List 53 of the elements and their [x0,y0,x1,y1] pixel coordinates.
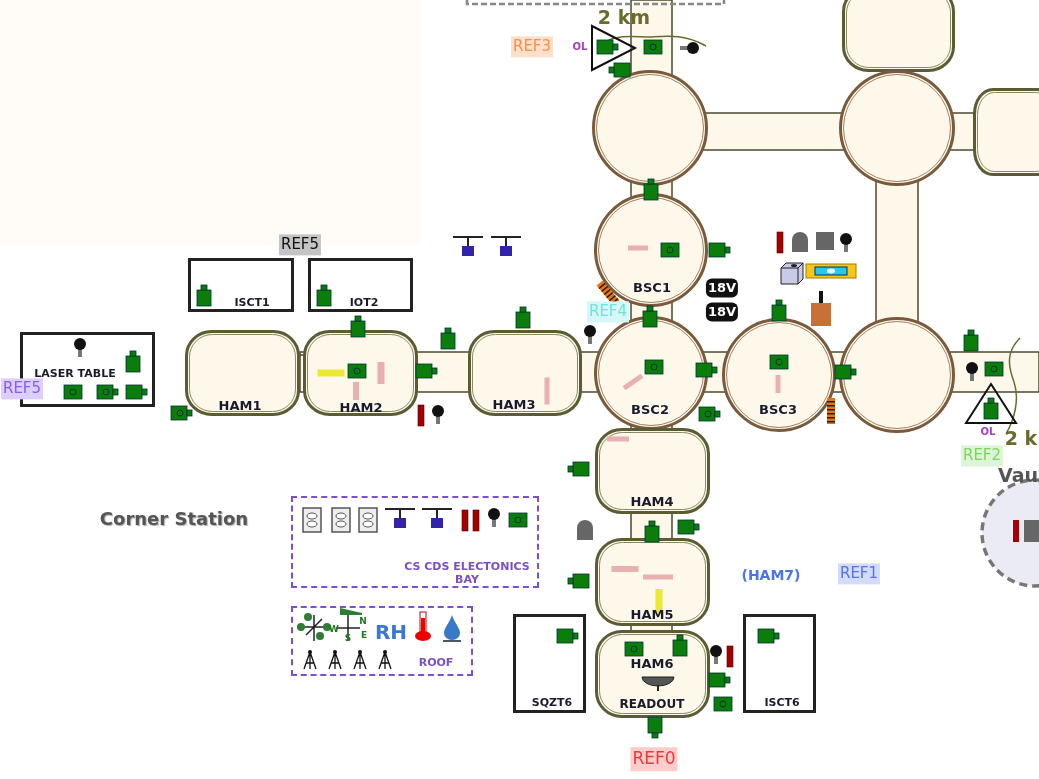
reference-tag: REF5 [0,378,44,400]
vacuum-chamber [592,70,708,186]
compass-letter: W [329,623,339,635]
chamber-label: HAM3 [492,397,536,413]
chamber-label: READOUT [619,698,685,712]
vacuum-chamber [973,88,1039,176]
vacuum-chamber [468,330,582,416]
area-label: ROOF [418,656,454,670]
area-label: Vau [998,465,1038,487]
chamber-label: ISCT6 [764,696,800,710]
chamber-label: HAM6 [630,656,674,672]
compass-letter: S [344,632,352,644]
sensor-label: OL [572,41,588,53]
chamber-label: HAM4 [630,494,674,510]
compass-letter: N [359,615,367,627]
vacuum-chamber [839,70,955,186]
vacuum-chamber [839,317,955,433]
vacuum-chamber [842,0,955,72]
reference-tag: REF4 [586,301,630,323]
vacuum-chamber [303,330,418,416]
vacuum-chamber [185,330,300,416]
reference-tag: REF2 [960,445,1004,467]
chamber-label: LASER TABLE [34,367,116,381]
voltage-label: 18V [705,302,739,322]
sensor-label: OL [980,426,996,438]
reference-tag: REF1 [837,563,881,585]
voltage-label: 18V [705,278,739,298]
chamber-label: ISCT1 [234,296,270,310]
reference-tag: REF3 [510,36,554,58]
distance-label: 2 k [1004,428,1038,450]
optical-table [743,614,816,713]
optical-table [308,258,413,312]
chamber-label: HAM2 [339,400,383,416]
chamber-label: HAM1 [218,398,262,414]
chamber-label: (HAM7) [741,566,801,584]
vacuum-chamber [595,630,710,718]
chamber-label: BSC1 [633,280,671,296]
reference-tag: REF0 [630,747,678,771]
chamber-label: HAM5 [630,607,674,623]
chamber-label: IOT2 [349,296,379,310]
chamber-label: SQZT6 [531,696,573,710]
area-label: RH [374,620,408,644]
vacuum-chamber [595,428,710,514]
reference-tag: REF5 [278,234,322,256]
vacuum-chamber [722,318,836,432]
vacuum-chamber [595,538,710,626]
chamber-label: BSC2 [631,402,669,418]
optical-table [188,258,294,312]
optical-table [513,614,586,713]
area-title: Corner Station [99,508,249,530]
chamber-label: BSC3 [759,402,797,418]
compass-letter: E [360,629,368,641]
area-label: CS CDS ELECTONICS BAY [403,561,531,587]
